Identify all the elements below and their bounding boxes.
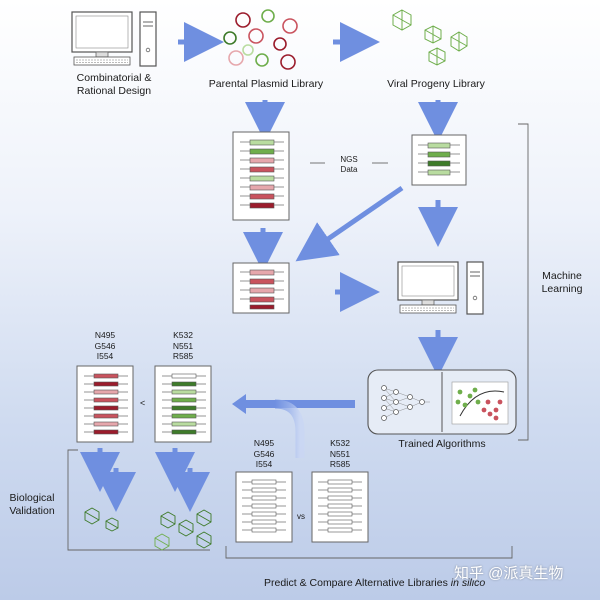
sequence-sheet-a (76, 365, 134, 443)
in-silico-mutation-set-a-label: N495 G546 I554 (253, 438, 275, 470)
plasmid-icon (223, 9, 298, 70)
design-label: Combinatorial & Rational Design (76, 72, 152, 98)
flow-arrows (80, 22, 458, 512)
training-computer-icon (397, 261, 484, 315)
viral-sequence-sheet (411, 134, 467, 186)
prediction-arrow (232, 394, 355, 458)
viral-library-label: Viral Progeny Library (387, 78, 485, 90)
scatter-plot-icon (451, 381, 509, 425)
trained-algorithms-label: Trained Algorithms (398, 438, 486, 450)
mutation-set-b-label: K532 N551 R585 (172, 330, 194, 362)
predict-compare-label: Predict & Compare Alternative Libraries … (264, 577, 485, 590)
neural-network-icon (381, 385, 430, 421)
validation-virus-icon (84, 507, 212, 551)
biological-validation-bracket (67, 449, 210, 551)
virus-icon (392, 9, 468, 66)
in-silico-mutation-set-b-label: K532 N551 R585 (329, 438, 351, 470)
mutation-set-a-label: N495 G546 I554 (94, 330, 116, 362)
in-silico-sheet-b (311, 471, 369, 543)
in-silico-text: in silico (450, 577, 486, 589)
predict-compare-text: Predict & Compare Alternative Libraries (264, 577, 451, 589)
machine-learning-bracket (518, 123, 529, 441)
parental-sequence-sheet (232, 131, 290, 221)
in-silico-sheet-a (235, 471, 293, 543)
machine-learning-label: Machine Learning (541, 270, 583, 296)
comparison-less-than: < (140, 398, 146, 408)
computer-icon (71, 11, 157, 67)
biological-validation-label: Biological Validation (9, 492, 55, 518)
ngs-data-label: NGS Data (340, 155, 358, 174)
in-silico-bracket (225, 546, 513, 559)
comparison-vs: vs (297, 512, 305, 521)
sequence-sheet-b (154, 365, 212, 443)
watermark: 知乎 @派真生物 (454, 565, 564, 582)
parental-library-label: Parental Plasmid Library (208, 78, 324, 90)
training-sequence-sheet (232, 262, 290, 314)
